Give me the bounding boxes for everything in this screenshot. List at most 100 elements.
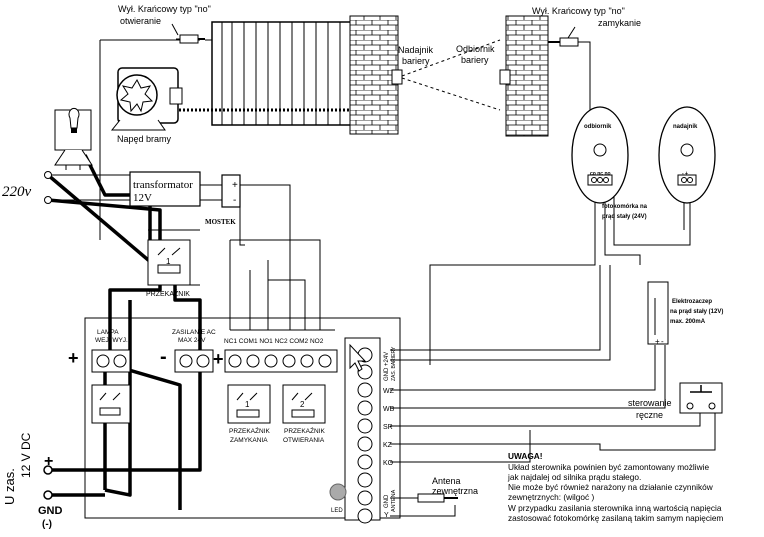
strike-label-1: Elektrozaczep [672, 299, 712, 305]
photocell-receiver-label: odbiornik [584, 124, 612, 130]
photocell-receiver [571, 106, 629, 204]
right-pillar [505, 15, 549, 137]
ac-terminal-block [174, 349, 214, 373]
relay-open-number: 2 [300, 400, 305, 409]
supply-minus: (-) [42, 519, 52, 530]
ac-label-2: MAX 24V [178, 337, 206, 344]
antenna-icon [417, 493, 458, 503]
manual-label-1: sterowanie [628, 398, 672, 408]
relay-open [282, 384, 326, 424]
controller-board [84, 317, 401, 519]
led-indicator [329, 483, 347, 501]
lamp-relay-small [91, 384, 131, 424]
strike-plus: + [655, 337, 660, 346]
relay-top [147, 239, 191, 286]
receiver-label-2: bariery [461, 55, 489, 65]
barrier-receiver-box [499, 69, 511, 85]
limit-switch-open-icon [171, 23, 205, 44]
side-terminal-block [344, 337, 381, 524]
lamp-terminal-block [91, 349, 131, 373]
strike-label-3: max. 200mA [670, 319, 706, 325]
bridge-rectifier [221, 174, 241, 208]
led-label: LED [331, 508, 343, 514]
transformer-label-1: transformator [133, 179, 193, 191]
term-top-label-2: ZAS. BARIERY [391, 346, 397, 381]
terminal-y: Y [384, 512, 389, 519]
manual-label-2: ręczne [636, 410, 663, 420]
ac-label-1: ZASILANIE AC [172, 329, 216, 336]
gate-drive-motor [110, 67, 183, 131]
supply-gnd: GND [38, 505, 63, 517]
transformer [129, 171, 201, 207]
term-bottom-label-1: GND [384, 494, 390, 508]
relay-close-label-2: ZAMYKANIA [230, 437, 268, 444]
ac-plus: + [213, 349, 224, 369]
photocell-rx-terminals: co nc no [590, 171, 611, 177]
photocell-caption-1: fotokomórka na [602, 204, 648, 210]
terminal-ko: KO [383, 460, 394, 467]
supply-title: U zas. [2, 468, 17, 505]
note-line-2: jak najdalej od silnika prądu stałego. [507, 472, 641, 482]
bridge-plus: + [232, 180, 238, 191]
barrier-transmitter-box [391, 69, 403, 85]
left-pillar [349, 15, 399, 135]
note-title: UWAGA! [508, 451, 543, 461]
mains-plug [44, 171, 52, 204]
supply-terminals [43, 465, 53, 500]
manual-control-button [679, 382, 723, 414]
barrier-beam [401, 39, 501, 111]
relay-terminals-label: NC1 COM1 NO1 NC2 COM2 NO2 [224, 338, 324, 345]
relay-close [227, 384, 271, 424]
antenna-label-1: Antena [432, 476, 461, 486]
note-line-4: zewnętrznych: (wilgoć ) [508, 492, 594, 502]
note-line-1: Układ sterownika powinien być zamontowan… [508, 462, 709, 472]
photocell-caption-2: prąd stały (24V) [602, 214, 647, 220]
supply-plus: + [44, 453, 53, 470]
relay-open-label-1: PRZEKAŹNIK [284, 426, 325, 435]
limit-close-sub: zamykanie [598, 18, 641, 28]
terminal-wz: WZ [383, 388, 395, 395]
signal-wires [48, 39, 716, 517]
bridge-minus: - [233, 195, 236, 206]
lamp-label-1: LAMPA [97, 329, 119, 336]
electric-strike [647, 281, 669, 345]
transformer-label-2: 12V [133, 192, 152, 204]
photocell-transmitter-label: nadajnik [673, 124, 698, 130]
ac-minus: - [160, 346, 167, 368]
photocell-tx-terminals: - + [682, 171, 688, 177]
lamp-icon [54, 107, 93, 166]
term-bottom-label-2: ANTENA [391, 489, 397, 512]
relay-terminal-block [224, 349, 338, 373]
antenna-label-2: zewnętrzna [432, 486, 478, 496]
relay-close-number: 1 [245, 400, 250, 409]
relay-open-label-2: OTWIERANIA [283, 437, 325, 444]
bridge-label: MOSTEK [205, 218, 236, 226]
receiver-label-1: Odbiornik [456, 44, 495, 54]
transmitter-label-1: Nadajnik [398, 45, 434, 55]
transmitter-label-2: bariery [402, 56, 430, 66]
note-line-5: W przypadku zasilania sterownika inną wa… [508, 503, 722, 513]
gate-drive-label: Napęd bramy [117, 134, 172, 144]
limit-close-title: Wył. Krańcowy typ "no" [532, 6, 625, 16]
cursor-arrow-icon [349, 343, 367, 372]
lamp-label-2: WEJ. WYJ. [95, 337, 128, 344]
terminal-wb: WB [383, 406, 395, 413]
supply-voltage: 12 V DC [19, 432, 33, 478]
relay-top-number: 1 [166, 257, 171, 266]
note-line-6: zastosować fotokomórkę zasilaną takim sa… [508, 513, 723, 523]
limit-switch-close-icon [548, 26, 585, 47]
mains-label: 220v [2, 184, 32, 200]
term-top-label-1: GND +24V [384, 352, 390, 381]
photocell-transmitter [658, 106, 716, 204]
limit-open-sub: otwieranie [120, 16, 161, 26]
note-line-3: Nie może być również narażony na działan… [508, 482, 714, 492]
strike-label-2: na prąd stały (12V) [670, 309, 723, 315]
limit-open-title: Wył. Krańcowy typ "no" [118, 4, 211, 14]
relay-top-label: PRZEKAŹNIK [146, 289, 190, 298]
terminal-kz: KZ [383, 442, 393, 449]
terminal-sr: SR [383, 424, 393, 431]
relay-close-label-1: PRZEKAŹNIK [229, 426, 270, 435]
gate [175, 21, 370, 126]
